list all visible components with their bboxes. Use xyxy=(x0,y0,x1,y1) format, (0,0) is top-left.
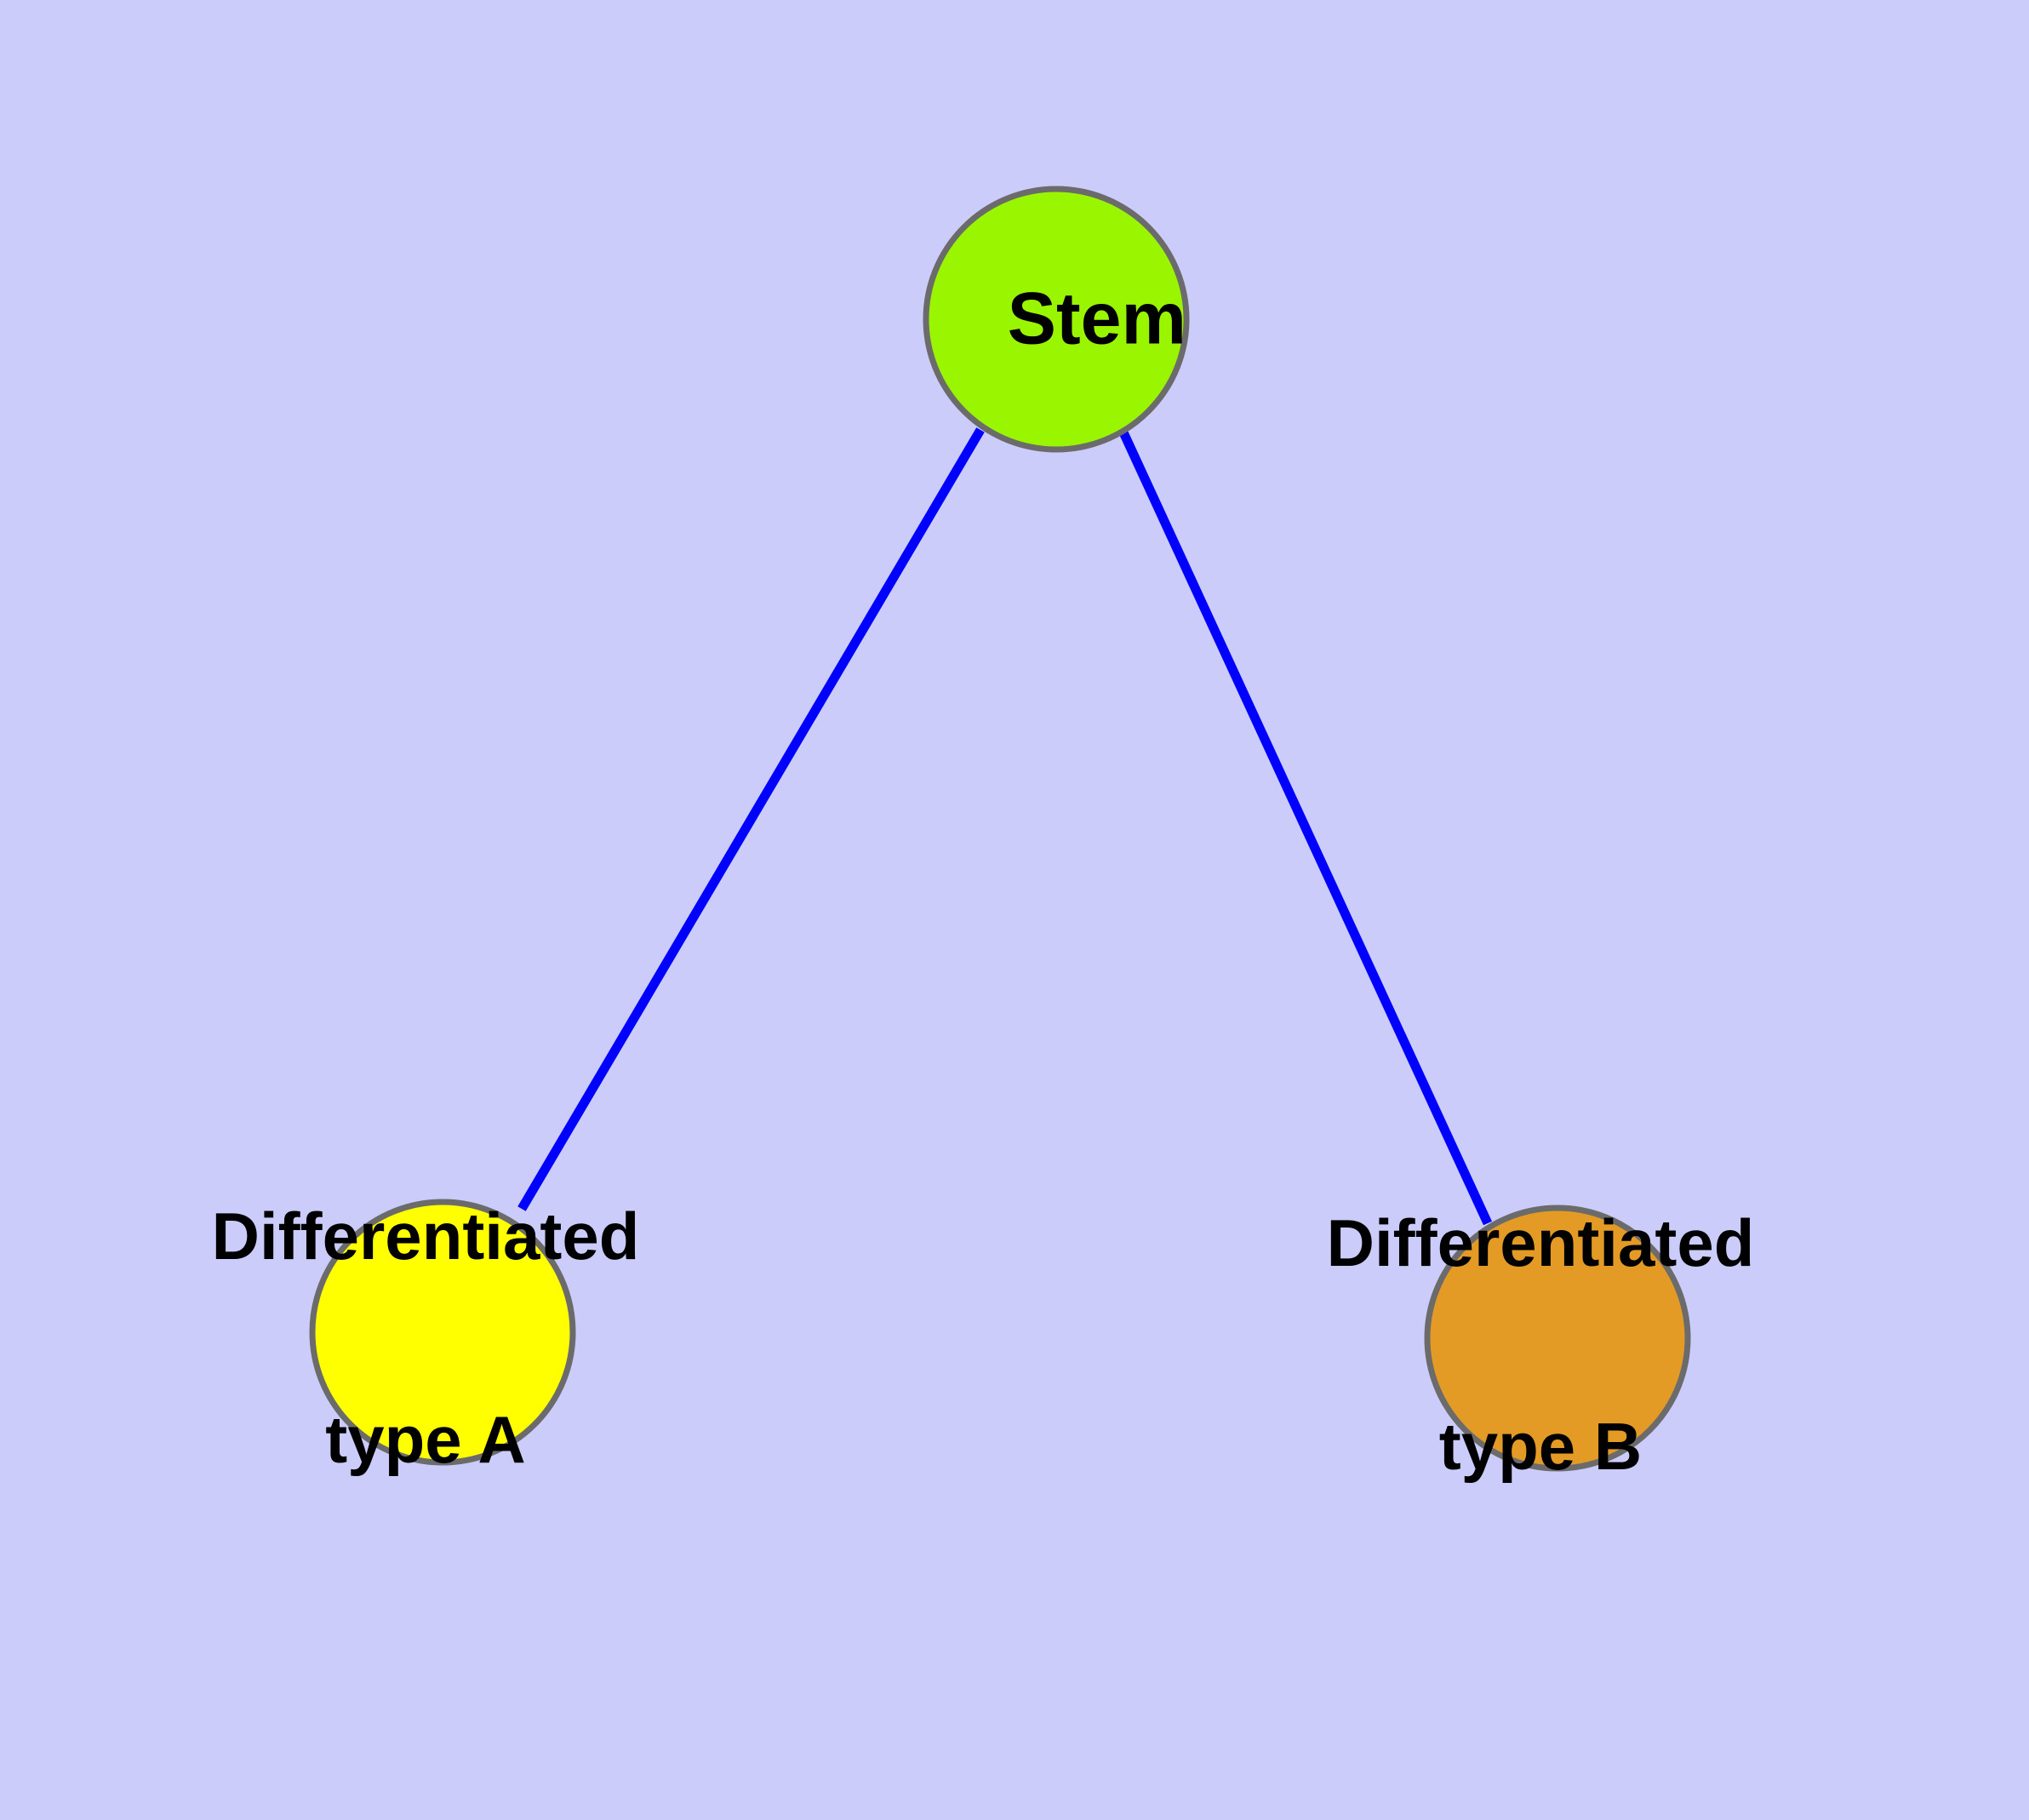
node-stem-circle[interactable] xyxy=(923,186,1190,453)
edge-layer xyxy=(517,427,1492,1226)
edge-stem-to-diff-b[interactable] xyxy=(1119,430,1492,1226)
edge-stem-to-diff-a[interactable] xyxy=(517,427,985,1211)
node-diff-b-circle[interactable] xyxy=(1424,1205,1691,1472)
node-layer xyxy=(309,186,1691,1472)
node-diff-a-circle[interactable] xyxy=(309,1199,576,1466)
